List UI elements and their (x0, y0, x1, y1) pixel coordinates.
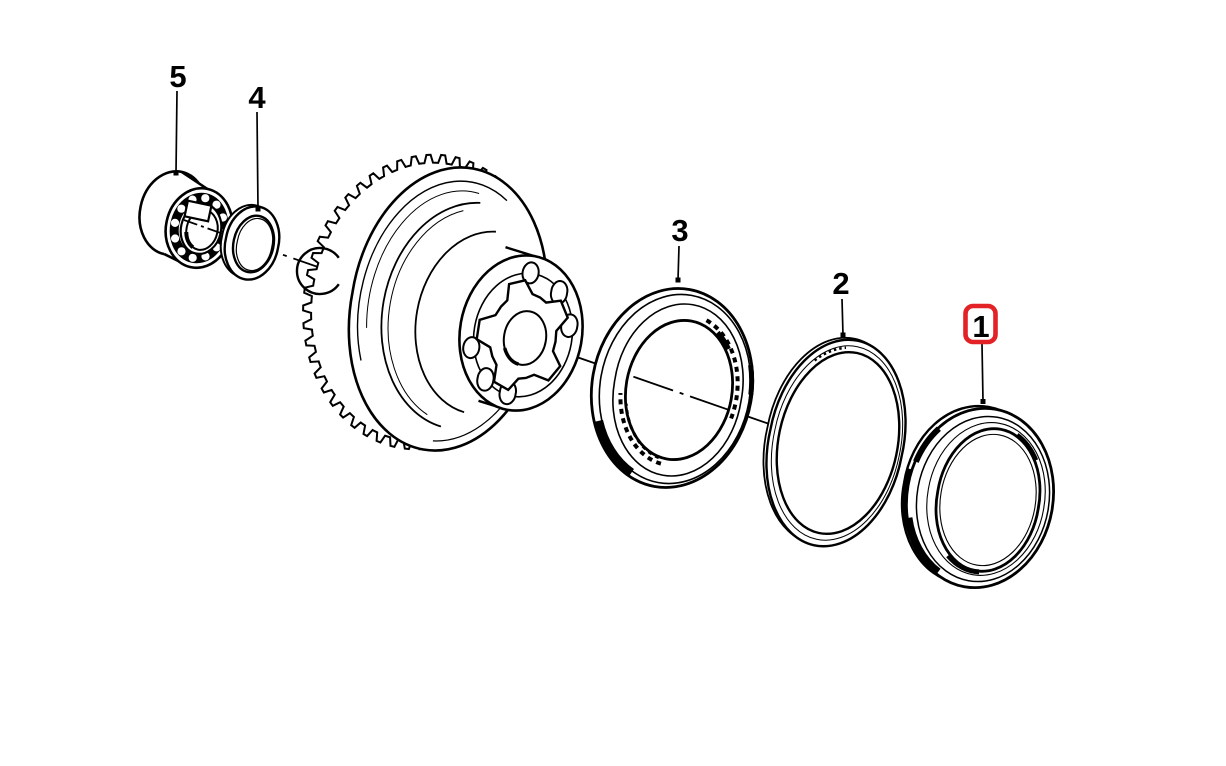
callout-number: 2 (832, 266, 849, 301)
ring-contour (915, 415, 1051, 583)
gear-face-contour (366, 190, 480, 328)
hub-bolt-hole (521, 261, 540, 285)
bearing-roller (170, 218, 180, 227)
ring-inner-contour (235, 217, 274, 272)
leader-dot (675, 277, 681, 283)
leader-dot (840, 332, 846, 338)
ring-shading (904, 517, 941, 576)
bearing-roller-texture (624, 403, 660, 460)
leader-dot (173, 170, 179, 176)
callout-3[interactable]: 3 (671, 213, 689, 283)
part-1-drawing (900, 404, 1055, 589)
callout-number: 4 (248, 80, 266, 115)
bearing-ring-contour (612, 303, 744, 477)
gear-cone-step (414, 230, 496, 414)
ring-shading (1015, 433, 1039, 462)
bearing-shading (595, 419, 635, 476)
callout-number: 5 (169, 59, 186, 94)
ring-shading (913, 426, 941, 463)
leader-line (841, 298, 844, 336)
callout-4[interactable]: 4 (248, 80, 266, 212)
bearing-roller (177, 204, 186, 213)
part-3-drawing (589, 287, 755, 489)
part-4-drawing (219, 203, 281, 281)
gear-face-contour (356, 180, 508, 361)
bearing-roller (177, 247, 186, 256)
leader-line (981, 343, 984, 402)
bearing-roller-texture (618, 393, 662, 466)
part-5-drawing (138, 170, 234, 270)
hub-bore-shading (503, 347, 520, 366)
callout-1[interactable]: 1 (963, 303, 998, 404)
bearing-roller (171, 234, 180, 243)
bearing-roller (212, 200, 221, 209)
gear-cone-step (387, 210, 464, 416)
leader-dot (980, 399, 986, 404)
bearing-roller (188, 253, 197, 262)
hub-bore (502, 310, 548, 366)
callout-2[interactable]: 2 (832, 266, 850, 338)
leader-line (256, 111, 259, 210)
shim-contour (770, 345, 904, 541)
ring-contour (926, 422, 1046, 576)
bearing-bore (185, 209, 219, 251)
callouts: 5 4 3 2 1 (169, 59, 998, 404)
bearing-bore-shading (184, 231, 195, 249)
crown-wheel-drawing (295, 153, 584, 452)
callout-number: 1 (972, 309, 989, 344)
ring-body (223, 205, 281, 281)
shim-hatching (813, 346, 847, 362)
bearing-ring-contour (598, 293, 752, 485)
ring-inner-contour (939, 433, 1037, 567)
ring-shading (946, 553, 980, 575)
leader-dot (255, 206, 261, 212)
bearing-shading (748, 364, 755, 395)
tooth-detail-circle (295, 246, 340, 296)
bearing-roller-texture (705, 318, 740, 420)
leader-line (175, 90, 178, 174)
leader-line (677, 245, 680, 281)
callout-number: 3 (671, 213, 688, 248)
bearing-section-block (183, 199, 213, 223)
highlight-box (963, 303, 998, 345)
bearing-axis-segment (183, 219, 230, 237)
callout-5[interactable]: 5 (169, 59, 187, 176)
bearing-shading (715, 330, 731, 351)
hub-bolt-hole (476, 367, 495, 392)
gear-cone-step (380, 201, 481, 428)
part-2-drawing (762, 336, 907, 548)
shim-body (765, 338, 907, 548)
bearing-roller (201, 194, 210, 203)
